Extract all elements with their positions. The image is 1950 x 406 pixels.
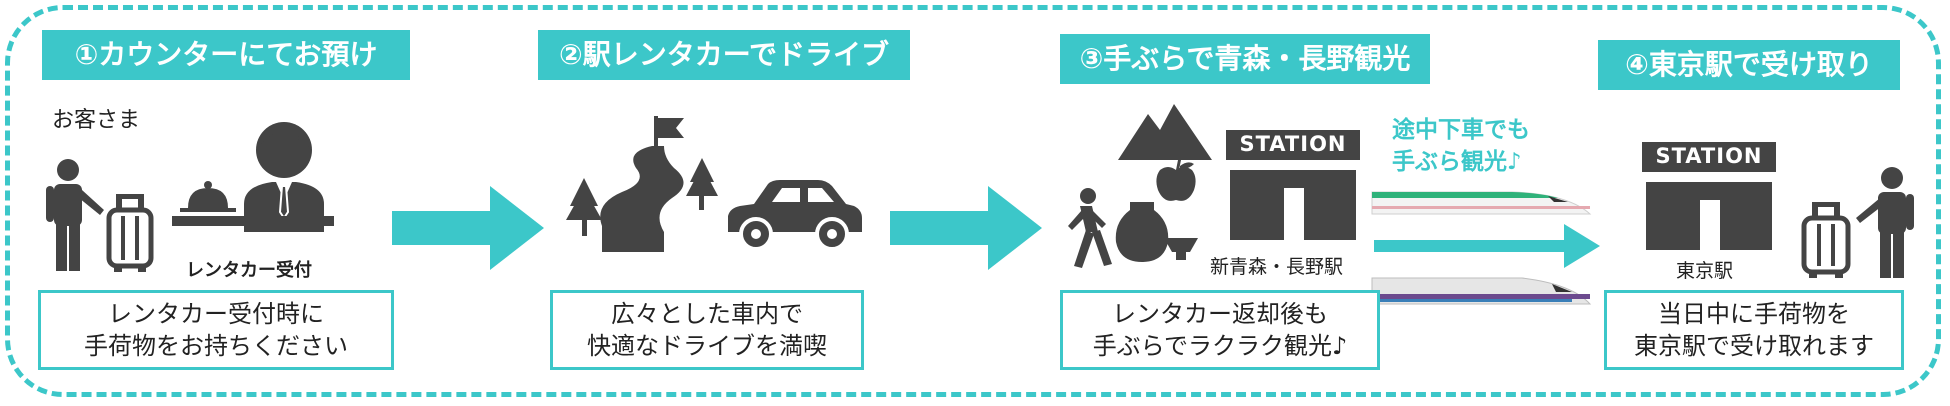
silver-bullet-train-image: [1371, 277, 1592, 305]
station-sign-text: STATION: [1239, 132, 1347, 156]
step4-title: ④東京駅で受け取り: [1598, 40, 1900, 90]
caption-line: 手荷物をお持ちください: [84, 332, 348, 360]
caption-line: レンタカー受付時に: [108, 300, 324, 328]
tokyo-station-building-icon: [1642, 142, 1776, 250]
customer-label: お客さま: [52, 108, 141, 133]
step3-title: ③手ぶらで青森・長野観光: [1060, 34, 1430, 84]
step2-caption: 広々とした車内で 快適なドライブを満喫: [550, 290, 864, 370]
dashed-border-frame: [5, 5, 1941, 397]
traveler-with-suitcase-icon: [1801, 167, 1914, 278]
winding-road-landscape-icon: [566, 116, 718, 252]
caption-line: 東京駅で受け取れます: [1634, 332, 1874, 360]
step2-title: ②駅レンタカーでドライブ: [538, 30, 910, 80]
green-bullet-train-image: [1371, 191, 1592, 215]
caption-line: 当日中に手荷物を: [1658, 300, 1850, 328]
apple-icon: [1156, 160, 1196, 201]
mountain-icon: [1118, 104, 1212, 160]
origin-station-label: 新青森・長野駅: [1210, 256, 1344, 278]
caption-line: レンタカー返却後も: [1112, 300, 1328, 328]
step4-caption: 当日中に手荷物を 東京駅で受け取れます: [1604, 290, 1904, 370]
customer-with-suitcase-icon: [46, 159, 154, 272]
station-sign-text: STATION: [1655, 144, 1763, 168]
step1-caption: レンタカー受付時に 手荷物をお持ちください: [38, 290, 394, 370]
hiker-icon: [1068, 188, 1112, 268]
arrow-right-icon: [392, 186, 544, 270]
arrow-right-icon: [890, 186, 1042, 270]
reception-label: レンタカー受付: [186, 260, 312, 281]
caption-line: 快適なドライブを満喫: [587, 332, 827, 360]
sake-cup-icon: [1164, 238, 1198, 260]
tokyo-station-label: 東京駅: [1676, 260, 1734, 282]
train-line-arrow: [1374, 224, 1600, 268]
station-building-icon: [1226, 130, 1360, 240]
step1-title: ①カウンターにてお預け: [42, 30, 410, 80]
car-icon: [728, 180, 862, 251]
step3-caption: レンタカー返却後も 手ぶらでラクラク観光♪: [1060, 290, 1380, 370]
caption-line: 広々とした車内で: [611, 300, 803, 328]
stopover-note-line2: 手ぶら観光♪: [1392, 149, 1522, 175]
reception-desk-icon: [172, 122, 334, 232]
stopover-note-line1: 途中下車でも: [1392, 117, 1530, 143]
pottery-icon: [1115, 202, 1169, 262]
caption-line: 手ぶらでラクラク観光♪: [1092, 332, 1348, 360]
